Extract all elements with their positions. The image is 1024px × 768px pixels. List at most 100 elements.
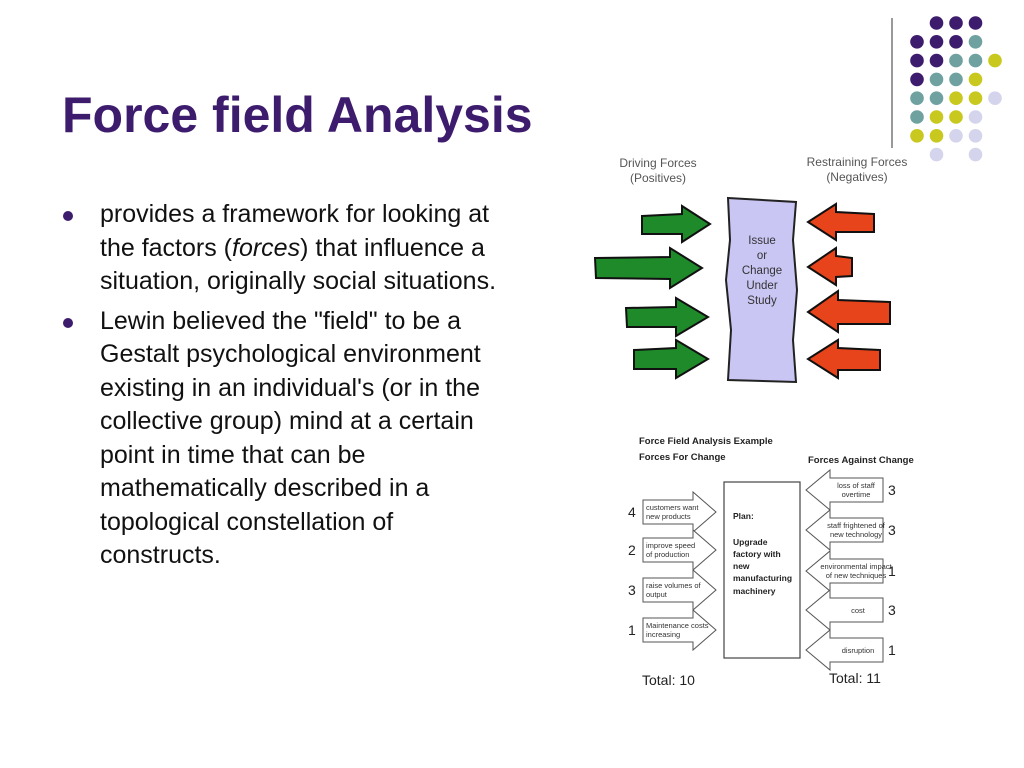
bullet-dot-icon	[63, 211, 73, 221]
force-against-score: 3	[888, 522, 896, 538]
decorative-dot	[968, 110, 983, 124]
plan-line: Upgrade	[733, 537, 768, 547]
driving-force-arrow	[641, 204, 712, 244]
decorative-dot	[929, 91, 944, 105]
forces-for-header: Forces For Change	[639, 452, 726, 463]
decorative-dot	[929, 53, 944, 68]
driving-force-arrow	[633, 338, 710, 380]
driving-force-arrow	[593, 246, 704, 290]
force-field-diagram: Driving Forces (Positives) Restraining F…	[593, 155, 907, 384]
decorative-dot	[988, 53, 1002, 68]
driving-force-arrow	[624, 296, 710, 338]
force-against-score: 1	[888, 563, 896, 579]
plan-line: machinery	[733, 586, 776, 596]
decorative-dot	[968, 147, 983, 162]
decorative-dot	[968, 35, 983, 49]
force-for-label: output	[646, 590, 668, 599]
decorative-dot	[988, 91, 1002, 105]
force-against-arrow	[805, 628, 884, 672]
issue-box	[724, 196, 799, 384]
bullet-list: provides a framework for looking at the …	[60, 198, 500, 579]
force-against-arrow	[805, 468, 884, 512]
driving-forces-label: Driving Forces	[619, 156, 696, 170]
force-for-arrow	[642, 608, 717, 652]
decorative-dot	[910, 91, 924, 105]
force-for-label: new products	[646, 512, 691, 521]
decorative-dot	[949, 35, 963, 49]
force-against-label: new technology	[830, 530, 882, 539]
decorative-dot	[968, 91, 983, 105]
decorative-dot	[929, 129, 944, 143]
force-against-item: 3 cost	[805, 588, 896, 632]
restraining-force-arrow	[806, 246, 853, 287]
force-against-label: cost	[851, 606, 866, 615]
force-for-arrow	[642, 568, 717, 612]
force-for-label: of production	[646, 550, 689, 559]
decorative-dot	[968, 72, 983, 87]
total-against: Total: 11	[829, 670, 881, 686]
bullet-text: Lewin believed the "field" to be a Gesta…	[100, 306, 481, 570]
bullet-item: Lewin believed the "field" to be a Gesta…	[60, 305, 500, 573]
forces-against-header: Forces Against Change	[808, 455, 914, 466]
force-for-label: raise volumes of	[646, 581, 702, 590]
force-against-score: 1	[888, 642, 896, 658]
decorative-dot-grid	[910, 16, 1002, 162]
force-against-score: 3	[888, 602, 896, 618]
example-title: Force Field Analysis Example	[639, 436, 773, 447]
decorative-dot	[910, 129, 924, 143]
restraining-force-arrow	[806, 202, 875, 242]
bullet-dot-icon	[63, 317, 73, 328]
decorative-dot	[910, 35, 924, 49]
decorative-dot	[949, 16, 963, 30]
decorative-dot	[929, 110, 944, 124]
decorative-dot	[949, 110, 963, 124]
issue-box-line: or	[757, 250, 767, 262]
plan-box	[723, 481, 801, 659]
decorative-dot	[929, 147, 944, 162]
force-against-label: of new techniques	[826, 571, 887, 580]
force-for-label: Maintenance costs	[646, 621, 709, 630]
decorative-dot	[968, 53, 983, 68]
slide-title: Force field Analysis	[62, 87, 533, 143]
force-for-score: 4	[628, 504, 636, 520]
force-for-label: improve speed	[646, 541, 695, 550]
decorative-dot	[968, 129, 983, 143]
restraining-force-arrow	[806, 289, 891, 334]
decorative-dot	[910, 110, 924, 124]
issue-box-line: Under	[746, 280, 777, 292]
decorative-dot	[929, 16, 944, 30]
restraining-force-arrow	[806, 338, 881, 380]
force-for-arrow	[642, 490, 717, 534]
force-for-score: 1	[628, 622, 636, 638]
force-against-score: 3	[888, 482, 896, 498]
restraining-forces-sublabel: (Negatives)	[826, 170, 887, 184]
force-against-label: disruption	[842, 646, 875, 655]
decorative-divider	[891, 18, 893, 148]
force-for-label: increasing	[646, 630, 680, 639]
force-for-label: customers want	[646, 503, 699, 512]
decorative-dot	[910, 53, 924, 68]
force-against-arrow	[805, 549, 884, 593]
force-against-arrow	[805, 508, 884, 552]
force-against-arrow	[805, 588, 884, 632]
force-against-item: 1 disruption	[805, 628, 896, 672]
force-field-example-diagram: Force Field Analysis Example Forces For …	[628, 436, 914, 688]
driving-forces-sublabel: (Positives)	[630, 171, 686, 185]
bullet-text-start: provides a framework for looking at the …	[100, 200, 490, 262]
force-for-score: 3	[628, 582, 636, 598]
decorative-dot	[910, 72, 924, 87]
issue-box-line: Change	[742, 265, 782, 277]
decorative-dot	[929, 35, 944, 49]
decorative-dot	[949, 53, 963, 68]
decorative-dot	[949, 91, 963, 105]
total-for: Total: 10	[642, 672, 695, 688]
